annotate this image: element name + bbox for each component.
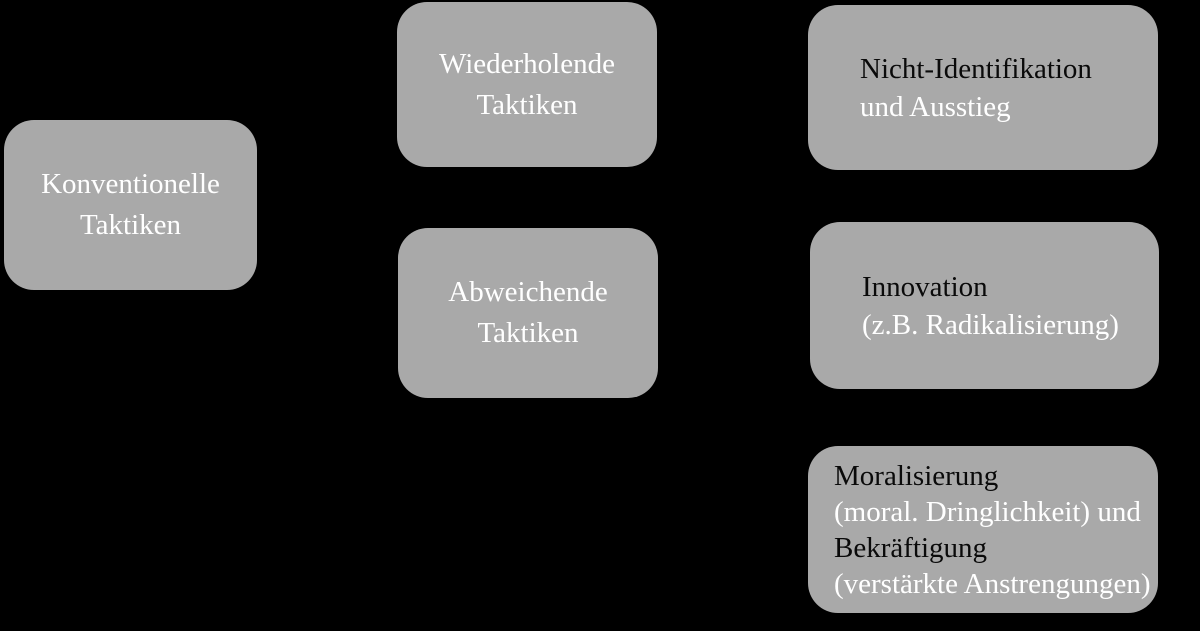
box-text-line: (z.B. Radikalisierung)	[862, 308, 1119, 341]
box-text-line: Innovation	[862, 270, 988, 303]
box-text-line: Nicht-Identifikation	[860, 52, 1092, 85]
box-nicht-identifikation-und-ausstieg: Nicht-Identifikation und Ausstieg	[808, 5, 1158, 170]
box-text-line: Abweichende	[448, 276, 608, 308]
box-text-line: Taktiken	[476, 88, 578, 121]
box-text-line: Moralisierung	[834, 459, 999, 492]
box-abweichende-taktiken: Abweichende Taktiken	[398, 228, 658, 398]
box-text-line: Wiederholende	[439, 47, 615, 80]
box-konventionelle-taktiken: Konventionelle Taktiken	[4, 120, 257, 290]
box-text-line: und Ausstieg	[860, 90, 1011, 123]
box-text-line: Taktiken	[477, 317, 579, 349]
box-wiederholende-taktiken: Wiederholende Taktiken	[397, 2, 657, 167]
box-text-line: Konventionelle	[41, 168, 220, 200]
box-text-line: Taktiken	[79, 209, 182, 241]
box-innovation-radikalisierung: Innovation (z.B. Radikalisierung)	[810, 222, 1159, 389]
box-text-line: (verstärkte Anstrengungen)	[834, 567, 1151, 600]
box-text-line: (moral. Dringlichkeit) und	[834, 495, 1141, 528]
box-moralisierung-bekraeftigung: Moralisierung (moral. Dringlichkeit) und…	[808, 446, 1158, 613]
box-text-line: Bekräftigung	[834, 531, 988, 564]
